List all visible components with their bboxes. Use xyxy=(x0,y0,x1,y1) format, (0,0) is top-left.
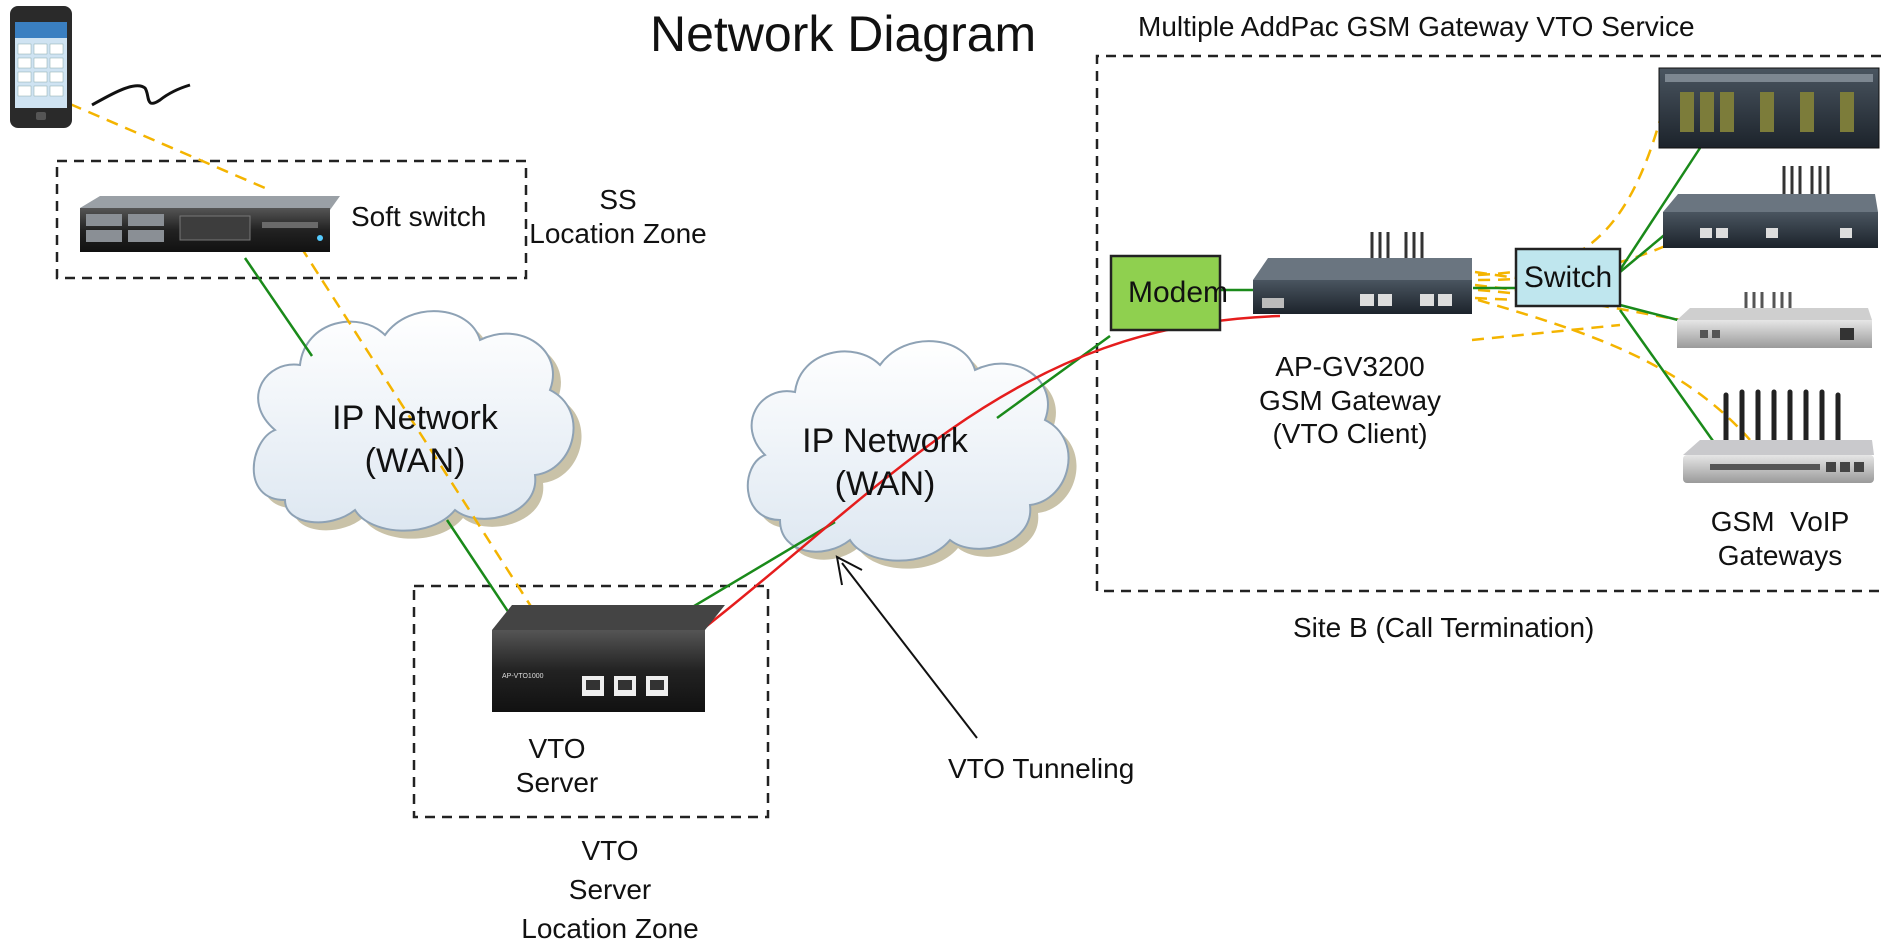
call-path-gw-bottom xyxy=(1471,323,1621,342)
voip-gateways-line-1: GSM VoIP xyxy=(1710,506,1850,537)
call-path-gw-to-switch xyxy=(1474,270,1517,302)
ss-zone-label: SS Location Zone xyxy=(518,183,718,250)
voip-gateways-label: GSM VoIP Gateways xyxy=(1680,505,1880,572)
cloud-right-line-2: (WAN) xyxy=(834,464,936,503)
link-ss-cloud xyxy=(243,257,314,357)
ss-zone-line-2: Location Zone xyxy=(529,217,707,249)
soft-switch-label: Soft switch xyxy=(351,201,487,232)
gsm-gateway-line-3: (VTO Client) xyxy=(1272,418,1428,450)
vto-server-device-icon: AP-VTO1000 xyxy=(492,605,725,712)
cloud-left-line-2: (WAN) xyxy=(364,441,466,480)
voip-gateway-3-icon xyxy=(1677,292,1872,348)
vto-zone-box xyxy=(412,584,770,819)
voip-gateway-1-icon xyxy=(1658,67,1880,149)
service-title: Multiple AddPac GSM Gateway VTO Service xyxy=(1138,11,1695,42)
ss-zone-line-1: SS xyxy=(599,184,637,215)
soft-switch-server-icon xyxy=(80,196,340,252)
call-path-ss-to-vto xyxy=(288,229,534,609)
link-cloud-modem xyxy=(996,334,1111,420)
gsm-gateway-label: AP-GV3200 GSM Gateway (VTO Client) xyxy=(1230,350,1470,451)
cloud-right-line-1: IP Network xyxy=(802,422,968,460)
modem-label: Modem xyxy=(1127,276,1229,309)
call-path-switch-4 xyxy=(1477,298,1751,441)
gsm-gateway-line-1: AP-GV3200 xyxy=(1275,351,1425,382)
cloud-left-line-1: IP Network xyxy=(332,399,498,437)
link-switch-gw3 xyxy=(1619,303,1679,322)
diagram-title: Network Diagram xyxy=(650,6,1037,62)
vto-tunneling-label: VTO Tunneling xyxy=(948,753,1135,784)
voip-gateways-line-2: Gateways xyxy=(1717,539,1843,571)
gsm-gateway-line-2: GSM Gateway xyxy=(1258,384,1442,416)
tunneling-arrow xyxy=(835,555,978,739)
gsm-gateway-device-icon xyxy=(1253,232,1472,314)
site-b-label: Site B (Call Termination) xyxy=(1293,612,1595,643)
vto-model-text: AP-VTO1000 xyxy=(502,673,544,680)
voip-gateway-4-icon xyxy=(1683,389,1874,483)
vto-zone-line-2: Server xyxy=(568,874,652,906)
wireless-signal-icon xyxy=(91,83,191,107)
cloud-right-label: IP Network (WAN) xyxy=(775,420,995,505)
ss-zone-box xyxy=(55,159,528,280)
vto-zone-label: VTO Server Location Zone xyxy=(500,831,720,949)
vto-server-line-1: VTO xyxy=(528,733,586,764)
modem-box xyxy=(1109,254,1222,332)
voip-gateway-2-icon xyxy=(1663,166,1878,248)
link-cloud-vto xyxy=(445,519,519,626)
mobile-phone-icon xyxy=(10,6,72,128)
cloud-right-shape xyxy=(746,340,1077,569)
cloud-left-label: IP Network (WAN) xyxy=(305,397,525,482)
link-switch-gw2 xyxy=(1619,231,1669,273)
link-switch-gw4 xyxy=(1618,309,1720,449)
switch-label: Switch xyxy=(1523,260,1613,294)
switch-box xyxy=(1514,247,1622,308)
site-b-zone-box xyxy=(1095,54,1881,593)
link-switch-gw1 xyxy=(1618,147,1702,271)
vto-server-label: VTO Server xyxy=(497,732,617,799)
vto-zone-line-3: Location Zone xyxy=(521,913,699,945)
vto-zone-line-1: VTO xyxy=(581,835,639,866)
vto-server-line-2: Server xyxy=(515,766,599,798)
call-path-phone-to-ss xyxy=(69,102,266,190)
